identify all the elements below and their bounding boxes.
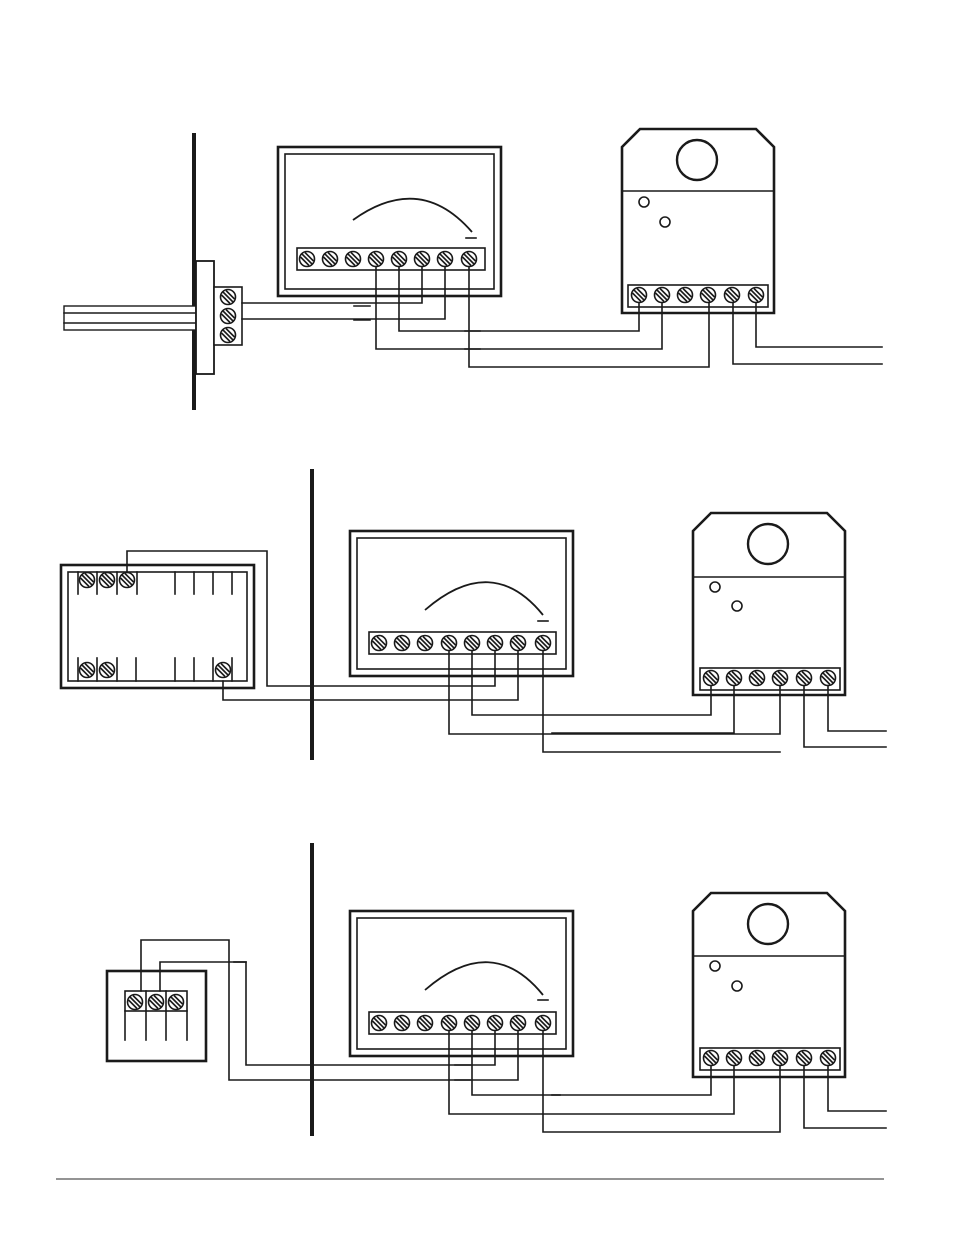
- meter-controller: [350, 531, 573, 676]
- indicator-led: [732, 601, 742, 611]
- room-sensor: [61, 565, 254, 688]
- probe-housing: [196, 261, 214, 374]
- actuator-knob: [748, 904, 788, 944]
- panel-top: [64, 129, 882, 410]
- duct-probe-sensor: [64, 261, 242, 374]
- probe-screw-terminal: [221, 290, 236, 305]
- probe-screw-terminal: [221, 309, 236, 324]
- actuator-knob: [677, 140, 717, 180]
- probe-screw-terminal: [221, 328, 236, 343]
- actuator-unit: [693, 513, 845, 695]
- probe-tube: [64, 306, 196, 330]
- indicator-led: [710, 582, 720, 592]
- indicator-led: [710, 961, 720, 971]
- meter-controller: [278, 147, 501, 296]
- actuator-unit: [693, 893, 845, 1077]
- panel-bottom: [107, 843, 886, 1136]
- indicator-led: [732, 981, 742, 991]
- indicator-led: [660, 217, 670, 227]
- actuator-knob: [748, 524, 788, 564]
- meter-controller: [350, 911, 573, 1056]
- actuator-unit: [622, 129, 774, 313]
- terminal-block-sensor: [107, 971, 206, 1061]
- indicator-led: [639, 197, 649, 207]
- panel-middle: [61, 469, 886, 760]
